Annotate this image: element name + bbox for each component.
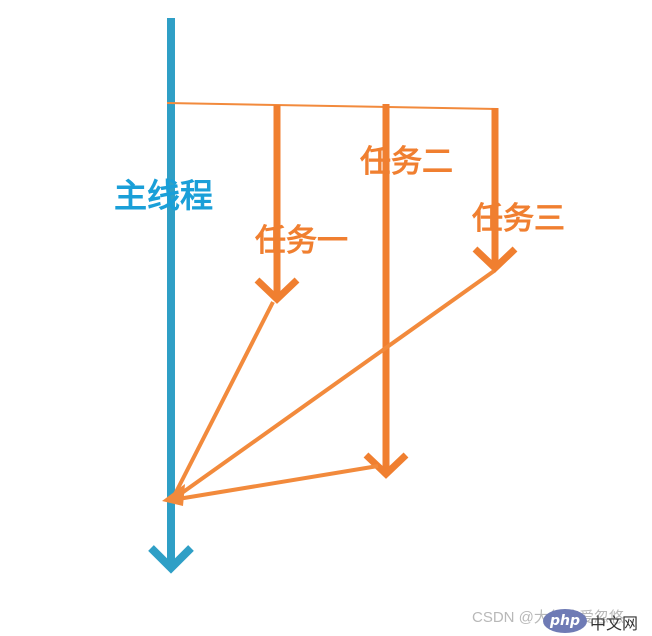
task1-arrowhead (254, 277, 300, 304)
task3-arrowhead (472, 246, 518, 273)
main-thread (148, 18, 194, 574)
join-arrowhead (162, 484, 185, 506)
main-thread-label: 主线程 (114, 176, 213, 215)
task1-join-line (170, 301, 275, 501)
fork-line (166, 102, 498, 110)
task3-label: 任务三 (471, 201, 565, 237)
php-logo: php (543, 609, 587, 633)
task2-arrowhead (363, 452, 409, 479)
task3-join-line (170, 269, 496, 502)
task3-branch (472, 108, 518, 273)
task1-branch (254, 105, 300, 304)
task2-join-line (171, 464, 379, 502)
task2-label: 任务二 (359, 144, 453, 180)
task2-branch (363, 104, 409, 479)
join-lines (162, 269, 496, 506)
task1-label: 任务一 (254, 223, 348, 259)
main-thread-arrowhead (148, 545, 194, 574)
site-logo-text: 中文网 (590, 614, 639, 633)
